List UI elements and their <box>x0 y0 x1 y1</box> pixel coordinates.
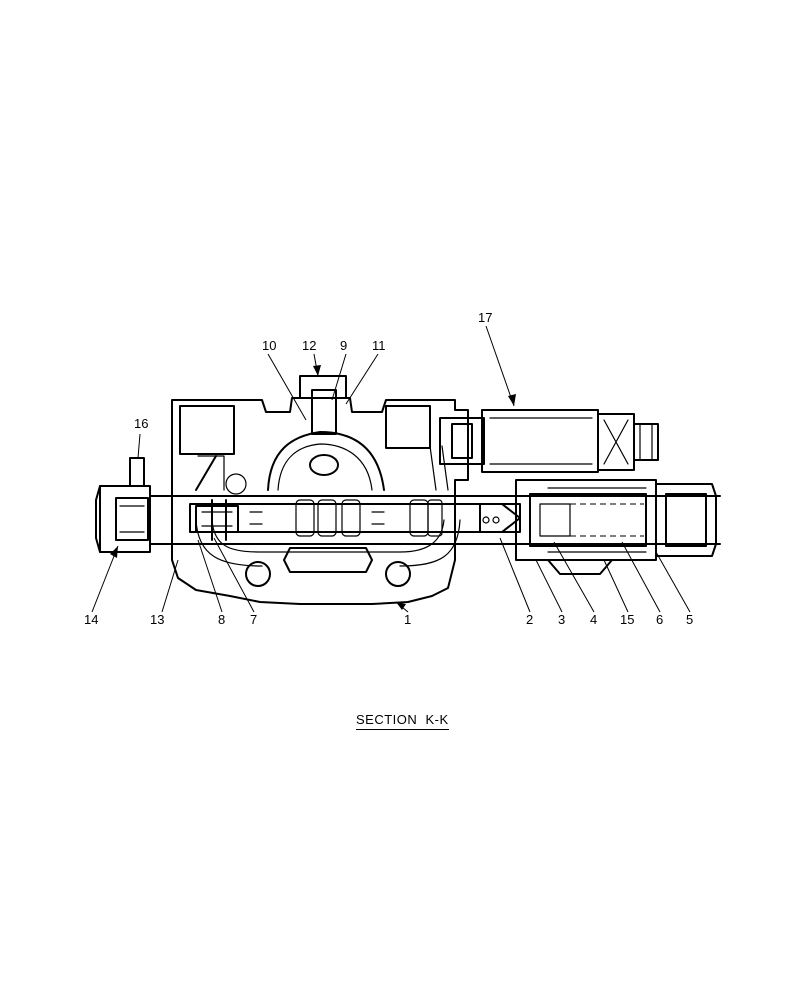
callout-10: 10 <box>262 338 276 353</box>
callout-9: 9 <box>340 338 347 353</box>
callout-11: 11 <box>372 338 386 353</box>
callout-8: 8 <box>218 612 225 627</box>
callout-6: 6 <box>656 612 663 627</box>
callout-13: 13 <box>150 612 164 627</box>
section-caption: SECTION K-K <box>356 712 449 730</box>
callout-17: 17 <box>478 310 492 325</box>
spring-housing <box>515 479 717 575</box>
spool-assembly <box>149 473 721 545</box>
callout-16: 16 <box>134 416 148 431</box>
callout-1: 1 <box>404 612 411 627</box>
callout-4: 4 <box>590 612 597 627</box>
valve-housing <box>171 375 469 605</box>
left-end-cap <box>95 457 173 553</box>
callout-12: 12 <box>302 338 316 353</box>
callout-7: 7 <box>250 612 257 627</box>
callout-3: 3 <box>558 612 565 627</box>
callout-15: 15 <box>620 612 634 627</box>
callout-labels: 17 10 12 9 11 16 14 13 8 7 1 2 3 4 15 6 … <box>84 310 693 627</box>
callout-leaders <box>91 325 691 613</box>
callout-5: 5 <box>686 612 693 627</box>
callout-2: 2 <box>526 612 533 627</box>
solenoid <box>439 409 659 473</box>
callout-14: 14 <box>84 612 98 627</box>
